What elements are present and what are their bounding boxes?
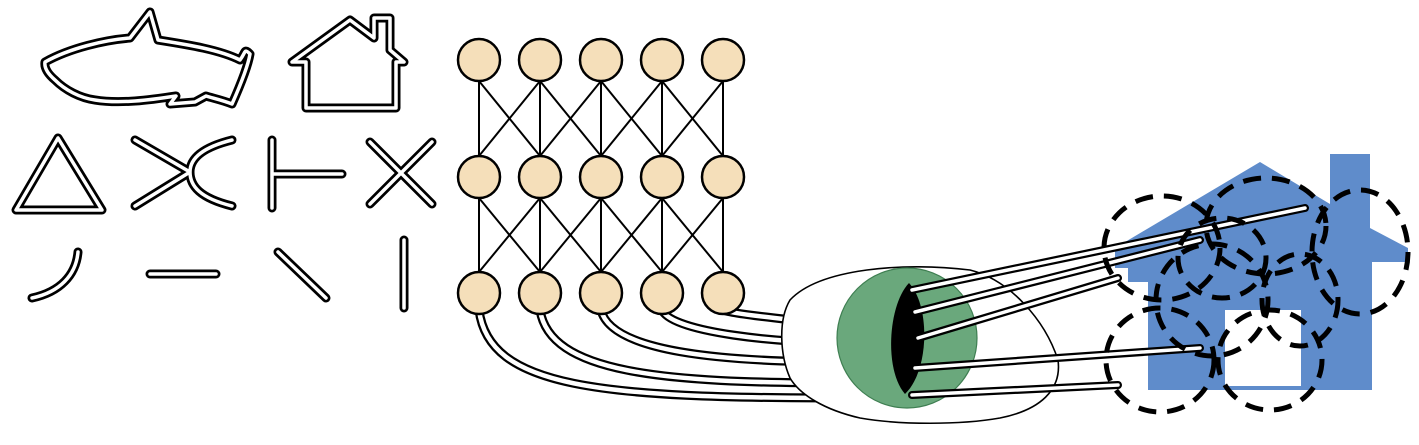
network-edge [600, 80, 663, 157]
network-node [639, 270, 685, 316]
eye-fiber-inner [910, 383, 1120, 397]
arc-icon [27, 247, 83, 303]
receptive-field [1259, 251, 1341, 349]
network-node [517, 37, 563, 83]
network-edge [661, 197, 724, 273]
network-node [578, 37, 624, 83]
shark-icon [40, 7, 255, 109]
network-node [639, 37, 685, 83]
receptive-field [1101, 193, 1223, 303]
eye-fiber-inner [913, 346, 1202, 370]
network-node [700, 37, 746, 83]
receptive-field [1175, 215, 1269, 301]
house-outline-icon [287, 13, 409, 113]
receptive-fields [1101, 175, 1411, 415]
network-fiber-inner [476, 307, 848, 401]
feature-primitives [11, 7, 437, 313]
receptive-field [1103, 305, 1217, 415]
network-connections [478, 80, 724, 273]
network-edge [600, 197, 663, 273]
curve-junction-icon [130, 135, 237, 211]
eye-fiber-inner [913, 238, 1202, 314]
eye-to-house-fibers [908, 204, 1309, 399]
t-junction-icon [267, 135, 347, 213]
eye-fiber-inner [916, 276, 1120, 340]
network-node [517, 270, 563, 316]
network-edge [478, 197, 541, 273]
network-edge [539, 80, 602, 157]
network-nodes [456, 37, 746, 316]
network-node [578, 154, 624, 200]
network-node [456, 270, 502, 316]
x-crossing-icon [365, 137, 437, 209]
network-edge [661, 80, 724, 157]
network-fiber-inner [537, 307, 848, 386]
network-node [578, 270, 624, 316]
diagonal-line-icon [273, 247, 331, 303]
network-node [700, 270, 746, 316]
network-node [456, 154, 502, 200]
triangle-icon [11, 133, 107, 215]
receptive-field [1203, 175, 1329, 277]
network-edge [539, 197, 602, 273]
network-edge [478, 80, 541, 157]
network-node [456, 37, 502, 83]
receptive-field [1215, 307, 1325, 413]
network-node [700, 154, 746, 200]
receptive-field [1309, 187, 1411, 317]
network-node [639, 154, 685, 200]
network-node [517, 154, 563, 200]
